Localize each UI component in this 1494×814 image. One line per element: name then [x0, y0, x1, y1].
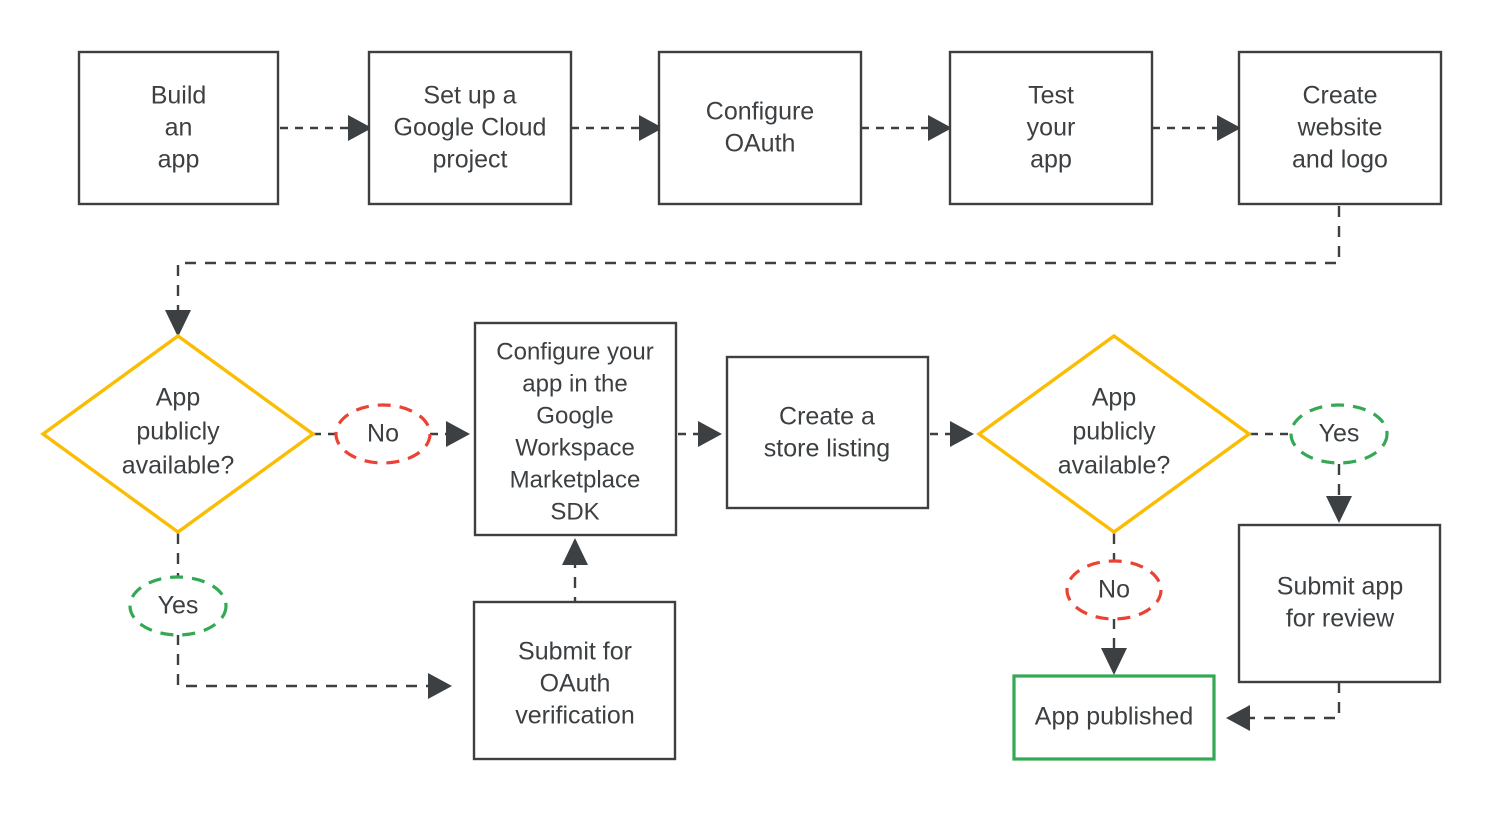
node-app-published[interactable]: App published [1012, 674, 1216, 761]
edge-label-decision-two-yes: Yes [1289, 403, 1389, 465]
node-oauth-verification[interactable]: Submit for OAuth verification [472, 600, 677, 761]
edge-decision-one-no [313, 421, 470, 447]
edge-listing-to-decision-two [930, 421, 974, 447]
edge-label-no-text: No [367, 420, 399, 448]
node-configure-sdk-line-4: Marketplace [510, 466, 641, 493]
node-configure-sdk-line-1: app in the [522, 370, 627, 397]
edge-label-yes-two-text: Yes [1319, 420, 1360, 448]
node-gcp-project-line-2: project [432, 146, 507, 174]
edge-label-decision-one-no: No [334, 403, 432, 465]
node-test-app-line-0: Test [1028, 82, 1074, 110]
edge-label-no-two-text: No [1098, 576, 1130, 604]
node-oauth-verification-line-0: Submit for [518, 638, 632, 666]
node-create-website-logo-line-1: website [1297, 114, 1383, 142]
node-configure-sdk-line-0: Configure your [496, 338, 653, 365]
node-create-website-logo[interactable]: Create website and logo [1237, 50, 1443, 206]
edge-build-to-project [280, 115, 372, 141]
node-test-app[interactable]: Test your app [948, 50, 1154, 206]
node-oauth-verification-line-1: OAuth [540, 670, 611, 698]
node-configure-oauth-line-1: OAuth [725, 130, 796, 158]
node-test-app-line-1: your [1027, 114, 1076, 142]
edge-review-to-published [1226, 682, 1341, 731]
node-gcp-project-line-0: Set up a [423, 82, 516, 110]
node-decision-app-public-one[interactable]: App publicly available? [40, 333, 316, 535]
node-configure-oauth[interactable]: Configure OAuth [657, 50, 863, 206]
node-build-app-line-0: Build [151, 82, 207, 110]
node-decision-two-line-2: available? [1058, 452, 1171, 480]
node-build-app-line-2: app [158, 146, 200, 174]
node-decision-one-line-2: available? [122, 452, 235, 480]
edge-decision-two-no [1101, 533, 1127, 675]
node-decision-two-line-1: publicly [1072, 418, 1156, 446]
edge-project-to-oauth [571, 115, 663, 141]
edge-test-to-website [1152, 115, 1241, 141]
node-create-website-logo-line-0: Create [1302, 82, 1377, 110]
node-configure-oauth-line-0: Configure [706, 98, 814, 126]
edge-oauth-to-test [861, 115, 952, 141]
node-gcp-project[interactable]: Set up a Google Cloud project [367, 50, 573, 206]
node-app-published-line-0: App published [1035, 703, 1193, 731]
node-configure-sdk-line-2: Google [536, 402, 613, 429]
node-store-listing[interactable]: Create a store listing [725, 355, 930, 510]
node-gcp-project-line-1: Google Cloud [394, 114, 547, 142]
edge-decision-one-yes [176, 533, 452, 699]
node-configure-sdk-line-5: SDK [550, 498, 599, 525]
edge-label-yes-text: Yes [158, 592, 199, 620]
node-decision-app-public-two[interactable]: App publicly available? [976, 333, 1252, 535]
node-test-app-line-2: app [1030, 146, 1072, 174]
node-configure-sdk[interactable]: Configure your app in the Google Workspa… [473, 321, 678, 537]
edge-label-decision-two-no: No [1065, 559, 1163, 621]
node-store-listing-line-0: Create a [779, 403, 875, 431]
node-store-listing-line-1: store listing [764, 435, 890, 463]
node-submit-review-line-1: for review [1286, 605, 1395, 633]
node-create-website-logo-line-2: and logo [1292, 146, 1388, 174]
edge-website-to-decision-one [165, 206, 1341, 337]
edge-label-decision-one-yes: Yes [128, 575, 228, 637]
node-decision-one-line-1: publicly [136, 418, 220, 446]
edge-decision-two-yes [1250, 432, 1352, 523]
node-build-app-line-1: an [165, 114, 193, 142]
node-configure-sdk-line-3: Workspace [515, 434, 635, 461]
node-build-app[interactable]: Build an app [77, 50, 280, 206]
node-submit-review[interactable]: Submit app for review [1237, 523, 1442, 684]
node-oauth-verification-line-2: verification [515, 702, 635, 730]
node-decision-one-line-0: App [156, 384, 200, 412]
node-decision-two-line-0: App [1092, 384, 1136, 412]
edge-sdk-to-listing [678, 421, 722, 447]
node-submit-review-line-0: Submit app [1277, 573, 1403, 601]
